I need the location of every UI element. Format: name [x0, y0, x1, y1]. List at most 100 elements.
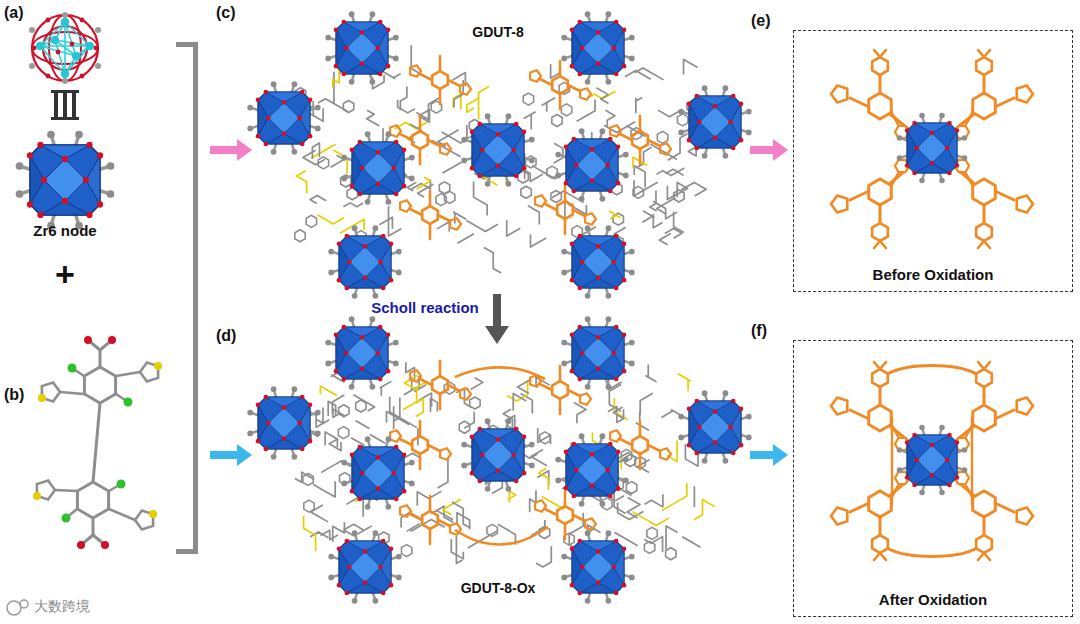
zr6-cluster: [334, 332, 339, 337]
zr6-cluster: [352, 293, 358, 299]
orange-linker: [557, 201, 573, 219]
blue-arrow: [210, 451, 238, 459]
mof-framework: [507, 221, 521, 237]
zr6-cluster: [596, 580, 601, 585]
orange-linker: [557, 506, 573, 524]
mof-framework: [436, 194, 446, 206]
mof-framework: [400, 87, 406, 111]
zr6-cluster: [571, 137, 576, 142]
zr6-ball-stick: [61, 70, 69, 78]
orange-linker: [410, 514, 422, 520]
mof-framework: [642, 211, 654, 222]
orange-linker: [390, 125, 401, 136]
linker-molecule: [116, 372, 140, 376]
zr6-cluster: [256, 402, 261, 407]
zr6-cluster: [897, 135, 903, 141]
zr6-cluster: [263, 395, 268, 400]
zr6-ball-stick: [40, 22, 65, 46]
after-oxidation-model: [976, 535, 992, 553]
mof-framework: [674, 182, 687, 197]
zr6-cluster: [917, 445, 947, 475]
before-oxidation-model: [880, 50, 886, 57]
zr6-cluster: [334, 64, 339, 69]
zr6-ball-stick: [70, 42, 75, 47]
zr6-cluster: [564, 449, 569, 454]
zr6-cluster: [247, 126, 253, 132]
orange-linker: [545, 509, 557, 515]
zr6-cluster: [386, 504, 392, 510]
zr6-cluster: [373, 530, 379, 536]
after-oxidation-model: [880, 366, 984, 378]
zr6-ball-stick: [80, 74, 85, 79]
zr6-cluster: [352, 530, 358, 536]
watermark: 大数跨境: [34, 598, 90, 614]
zr6-cluster: [585, 79, 591, 85]
zr6-cluster: [629, 554, 635, 560]
mof-framework: [614, 488, 626, 514]
before-oxidation-model: [850, 98, 867, 106]
equivalence-sign: [51, 90, 79, 93]
zr6-cluster: [919, 425, 925, 431]
zr6-cluster: [561, 530, 634, 603]
mof-framework: [304, 516, 316, 551]
zr6-cluster: [577, 377, 582, 382]
zr6-cluster: [746, 435, 752, 441]
zr6-cluster: [83, 177, 89, 183]
orange-linker: [620, 134, 632, 140]
zr6-cluster: [577, 72, 582, 77]
zr6-cluster: [344, 591, 349, 596]
zr6-cluster: [376, 150, 381, 155]
zr6-cluster: [271, 454, 277, 460]
linker-molecule: [101, 541, 109, 549]
zr6-ball-stick: [46, 74, 51, 79]
zr6-cluster: [687, 138, 692, 143]
zr6-cluster: [360, 61, 365, 66]
zr6-cluster: [292, 386, 298, 392]
zr6-cluster: [616, 181, 621, 186]
zr6-cluster: [897, 155, 903, 161]
zr6-cluster: [271, 81, 277, 87]
mof-framework: [379, 217, 392, 228]
orange-linker: [400, 134, 412, 140]
orange-linker: [639, 116, 642, 131]
zr6-cluster: [506, 113, 512, 119]
mof-framework: [508, 491, 516, 502]
zr6-cluster: [561, 35, 567, 41]
mof-framework: [561, 104, 571, 116]
zr6-cluster: [514, 174, 519, 179]
reaction-arrow: [493, 294, 501, 328]
mof-framework: [542, 98, 555, 112]
orange-linker: [455, 367, 545, 379]
material-name: GDUT-8-Ox: [458, 580, 539, 596]
zr6-cluster: [247, 105, 253, 111]
zr6-cluster: [555, 433, 628, 506]
orange-linker: [568, 85, 580, 91]
orange-linker: [428, 445, 440, 451]
mof-framework: [694, 487, 696, 507]
panel-letter: (e): [751, 12, 771, 30]
zr6-cluster: [30, 145, 100, 215]
mof-framework: [610, 211, 621, 219]
orange-linker: [422, 206, 438, 224]
mof-framework: [564, 182, 566, 217]
mof-framework: [318, 99, 348, 112]
zr6-cluster: [27, 152, 33, 158]
zr6-cluster: [266, 421, 271, 426]
blue-arrow: [237, 444, 252, 466]
orange-linker: [559, 94, 562, 109]
zr6-cluster: [376, 455, 381, 460]
blue-arrow: [210, 444, 252, 466]
zr6-cluster: [344, 46, 349, 51]
zr6-cluster: [585, 225, 591, 231]
blue-arrow: [750, 451, 774, 459]
orange-linker: [419, 454, 422, 469]
zr6-cluster: [555, 128, 628, 201]
zr6-cluster: [409, 155, 415, 161]
zr6-cluster: [461, 158, 467, 164]
zr6-cluster: [258, 397, 310, 449]
zr6-cluster: [694, 146, 699, 151]
zr6-cluster: [731, 146, 736, 151]
zr6-cluster: [699, 411, 730, 442]
